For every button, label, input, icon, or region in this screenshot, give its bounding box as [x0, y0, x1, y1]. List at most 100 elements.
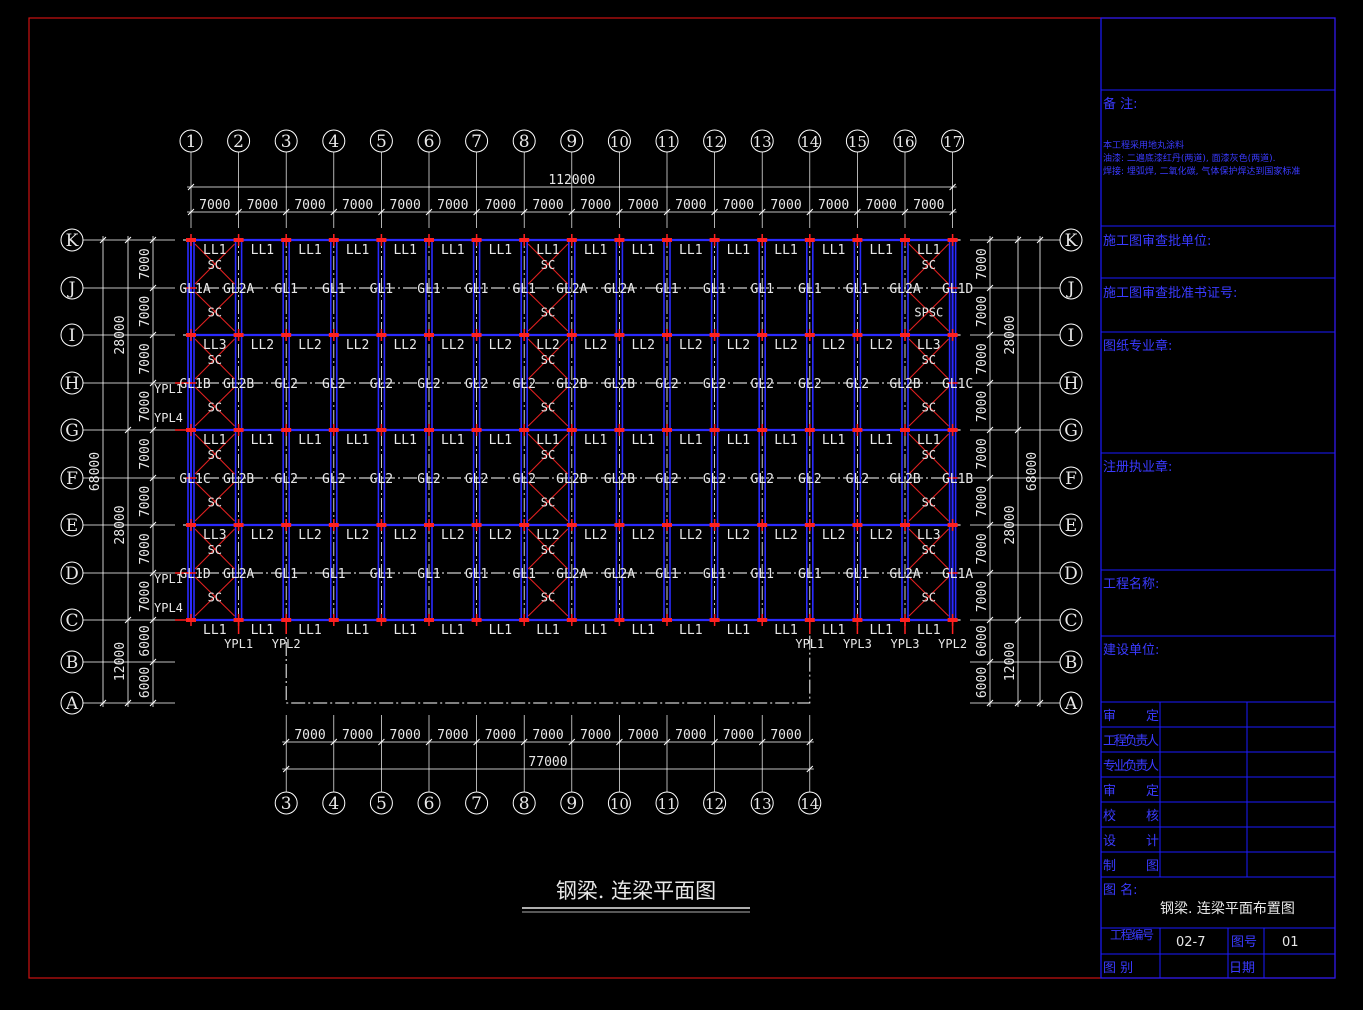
brace-label: SC [922, 353, 936, 367]
girder-label: GL2B [223, 472, 254, 487]
ypl-label: YPL1 [224, 637, 253, 651]
girder-label: GL2 [322, 377, 345, 392]
tie-beam-label: LL1 [489, 433, 512, 448]
axis-label: 8 [519, 794, 530, 814]
tie-beam-label: LL1 [203, 623, 226, 638]
axis-label: I [1068, 326, 1075, 346]
dim-text: 7000 [138, 486, 153, 517]
brace-label: SC [922, 448, 936, 462]
brace-line [527, 338, 569, 380]
dim-text: 7000 [437, 728, 468, 743]
tie-beam-label: LL1 [631, 433, 654, 448]
dim-text: 7000 [975, 343, 990, 374]
brace-line [908, 481, 949, 522]
girder-label: GL2B [604, 377, 635, 392]
girder-label: GL2 [465, 472, 488, 487]
dim-text: 7000 [485, 728, 516, 743]
girder-label: GL2 [846, 377, 869, 392]
girder-label: GL1 [370, 567, 393, 582]
ypl-label: YPL2 [272, 637, 301, 651]
dim-text: 7000 [138, 248, 153, 279]
tie-beam-label: LL2 [536, 338, 559, 353]
axis-label: H [65, 374, 80, 394]
brace-label: SC [208, 448, 222, 462]
dim-text: 6000 [138, 667, 153, 698]
axis-label: B [1065, 653, 1078, 673]
girder-label: GL2 [417, 472, 440, 487]
drawing-name-label: 图 名: [1103, 882, 1138, 898]
sign-row-label: 专业负责人 [1103, 759, 1159, 774]
remarks-line: 焊接: 埋弧焊, 二氧化碳, 气体保护焊达到国家标准 [1103, 165, 1300, 177]
dim-text: 7000 [975, 391, 990, 422]
brace-label: SC [541, 448, 555, 462]
girder-label: GL1 [512, 282, 535, 297]
tie-beam-label: LL3 [917, 528, 940, 543]
brace-line [194, 528, 235, 570]
category-label: 图 别 [1103, 961, 1133, 976]
brace-line [527, 291, 569, 332]
brace-label: SC [922, 543, 936, 557]
girder-label: GL2B [556, 377, 587, 392]
dim-text: 7000 [138, 533, 153, 564]
tie-beam-label: LL2 [774, 528, 797, 543]
girder-label: GL2B [889, 472, 920, 487]
ypl-label: YPL1 [154, 572, 183, 586]
tie-beam-label: LL1 [869, 623, 892, 638]
axis-label: A [65, 694, 79, 714]
girder-label: GL1D [179, 567, 210, 582]
tie-beam-label: LL1 [536, 243, 559, 258]
tie-beam-label: LL1 [203, 433, 226, 448]
brace-label: SC [208, 591, 222, 605]
axis-label: J [1066, 279, 1075, 299]
axis-label: 13 [753, 795, 772, 813]
axis-label: D [1064, 564, 1078, 584]
girder-label: GL2A [889, 567, 920, 582]
axis-label: 11 [657, 133, 676, 151]
brace-label: SC [541, 591, 555, 605]
axis-label: 5 [376, 794, 387, 814]
girder-label: GL2 [846, 472, 869, 487]
girder-label: GL2A [223, 567, 254, 582]
girder-label: GL1 [703, 567, 726, 582]
brace-line [194, 481, 235, 522]
girder-label: GL1 [322, 282, 345, 297]
axis-label: 9 [566, 794, 577, 814]
brace-label: SC [541, 543, 555, 557]
brace-line [527, 576, 569, 617]
girder-label: GL1 [655, 282, 678, 297]
remarks-line: 油漆: 二遍底漆红丹(两道), 面漆灰色(两道). [1103, 152, 1276, 164]
axis-label: 10 [610, 133, 629, 151]
girder-label: GL1 [417, 567, 440, 582]
girder-label: GL2 [465, 377, 488, 392]
girder-label: GL1 [750, 282, 773, 297]
tie-beam-label: LL3 [203, 528, 226, 543]
girder-label: GL1 [370, 282, 393, 297]
tie-beam-label: LL1 [251, 433, 274, 448]
axis-label: 5 [376, 132, 387, 152]
tie-beam-label: LL1 [536, 623, 559, 638]
brace-line [908, 433, 949, 475]
dim-text: 68000 [1025, 452, 1040, 491]
tie-beam-label: LL2 [584, 528, 607, 543]
tie-beam-label: LL1 [631, 243, 654, 258]
tie-beam-label: LL1 [441, 433, 464, 448]
project-no: 02-7 [1176, 935, 1206, 950]
dim-text: 6000 [975, 625, 990, 656]
drawing-title: 钢梁. 连梁平面图 [556, 879, 716, 903]
tie-beam-label: LL1 [679, 433, 702, 448]
tie-beam-label: LL1 [774, 243, 797, 258]
girder-label: GL2 [655, 472, 678, 487]
girder-label: GL2 [798, 377, 821, 392]
dim-text: 7000 [723, 728, 754, 743]
brace-label: SC [541, 401, 555, 415]
tie-beam-label: LL1 [393, 243, 416, 258]
drawing-name: 钢梁. 连梁平面布置图 [1160, 901, 1295, 917]
girder-label: GL2 [750, 377, 773, 392]
date-label: 日期 [1229, 961, 1255, 976]
girder-label: GL2A [889, 282, 920, 297]
brace-label: SC [208, 543, 222, 557]
dim-text: 7000 [913, 198, 944, 213]
floor-plan [175, 234, 961, 704]
